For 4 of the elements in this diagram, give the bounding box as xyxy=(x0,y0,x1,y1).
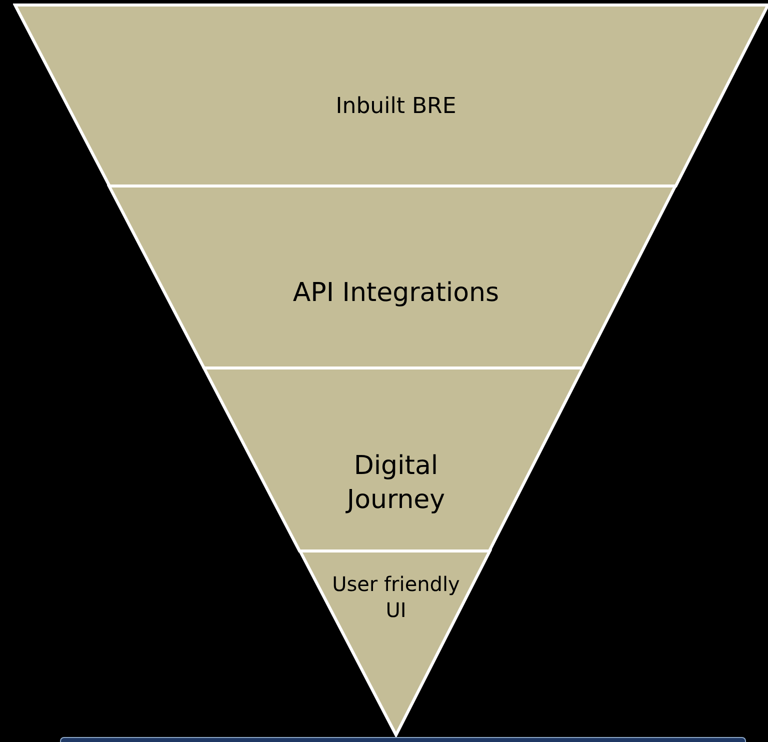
segment-label: User friendly UI xyxy=(331,571,461,623)
segment-label: Digital Journey xyxy=(344,450,446,517)
segment-label: API Integrations xyxy=(292,277,500,310)
segment-label: Inbuilt BRE xyxy=(334,92,458,120)
